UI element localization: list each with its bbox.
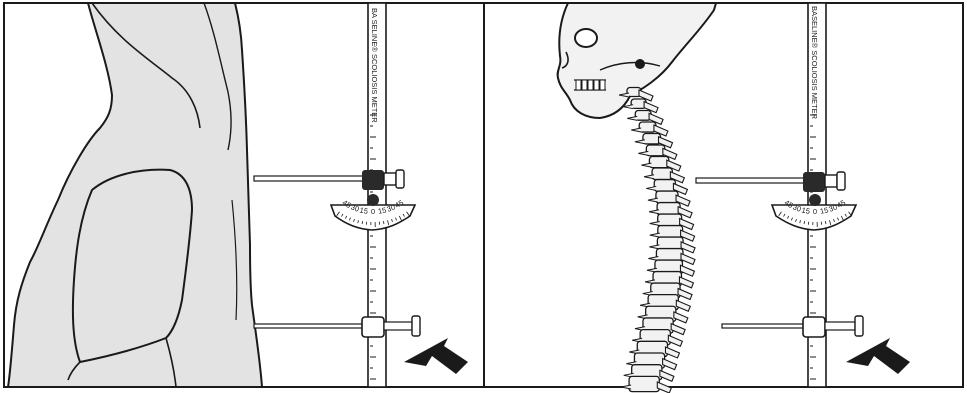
lower-probe-rod: [722, 324, 808, 328]
dial-tick: [362, 221, 363, 224]
lower-probe-rod: [254, 324, 368, 328]
dial-pivot: [367, 194, 379, 206]
vertebra: [657, 203, 680, 216]
adjustment-knob-icon[interactable]: [396, 170, 404, 188]
adjustment-knob-icon[interactable]: [837, 172, 845, 190]
eye-socket: [575, 29, 597, 47]
dial-label: 15: [359, 205, 369, 215]
upper-probe-rod: [254, 176, 368, 181]
meter-vertical-label: BASELINE® SCOLIOSIS METER: [810, 6, 819, 120]
dial-label: 0: [813, 207, 817, 216]
upper-clamp-screw: [384, 173, 396, 185]
upper-clamp: [362, 170, 384, 190]
meter-vertical-label: BA SELINE® SCOLIOSIS METER: [370, 8, 379, 123]
tooth: [582, 80, 587, 90]
dial-pivot: [809, 194, 821, 206]
teeth: [576, 80, 605, 90]
vertebra: [629, 376, 659, 391]
vertebra: [643, 134, 661, 144]
upper-clamp: [803, 172, 825, 192]
vertebra: [654, 180, 675, 192]
dial-tick: [804, 221, 805, 224]
dial-tick: [383, 221, 384, 224]
vertebra: [652, 168, 672, 179]
vertebra: [656, 191, 678, 203]
dial-label: 0: [371, 207, 375, 216]
upper-clamp-screw: [825, 175, 837, 187]
vertebra: [649, 157, 668, 168]
lower-clamp: [803, 317, 825, 337]
lower-thread: [384, 322, 412, 330]
vertebra: [646, 145, 665, 156]
upper-probe-rod: [696, 178, 808, 183]
tooth: [594, 80, 599, 90]
dial-tick: [825, 221, 826, 224]
lower-thread: [825, 322, 855, 330]
adjustment-knob-icon[interactable]: [412, 316, 420, 336]
tooth: [576, 80, 581, 90]
dial-label: 15: [801, 205, 811, 215]
tooth: [588, 80, 593, 90]
tooth: [600, 80, 605, 90]
lower-clamp: [362, 317, 384, 337]
adjustment-knob-icon[interactable]: [855, 316, 863, 336]
